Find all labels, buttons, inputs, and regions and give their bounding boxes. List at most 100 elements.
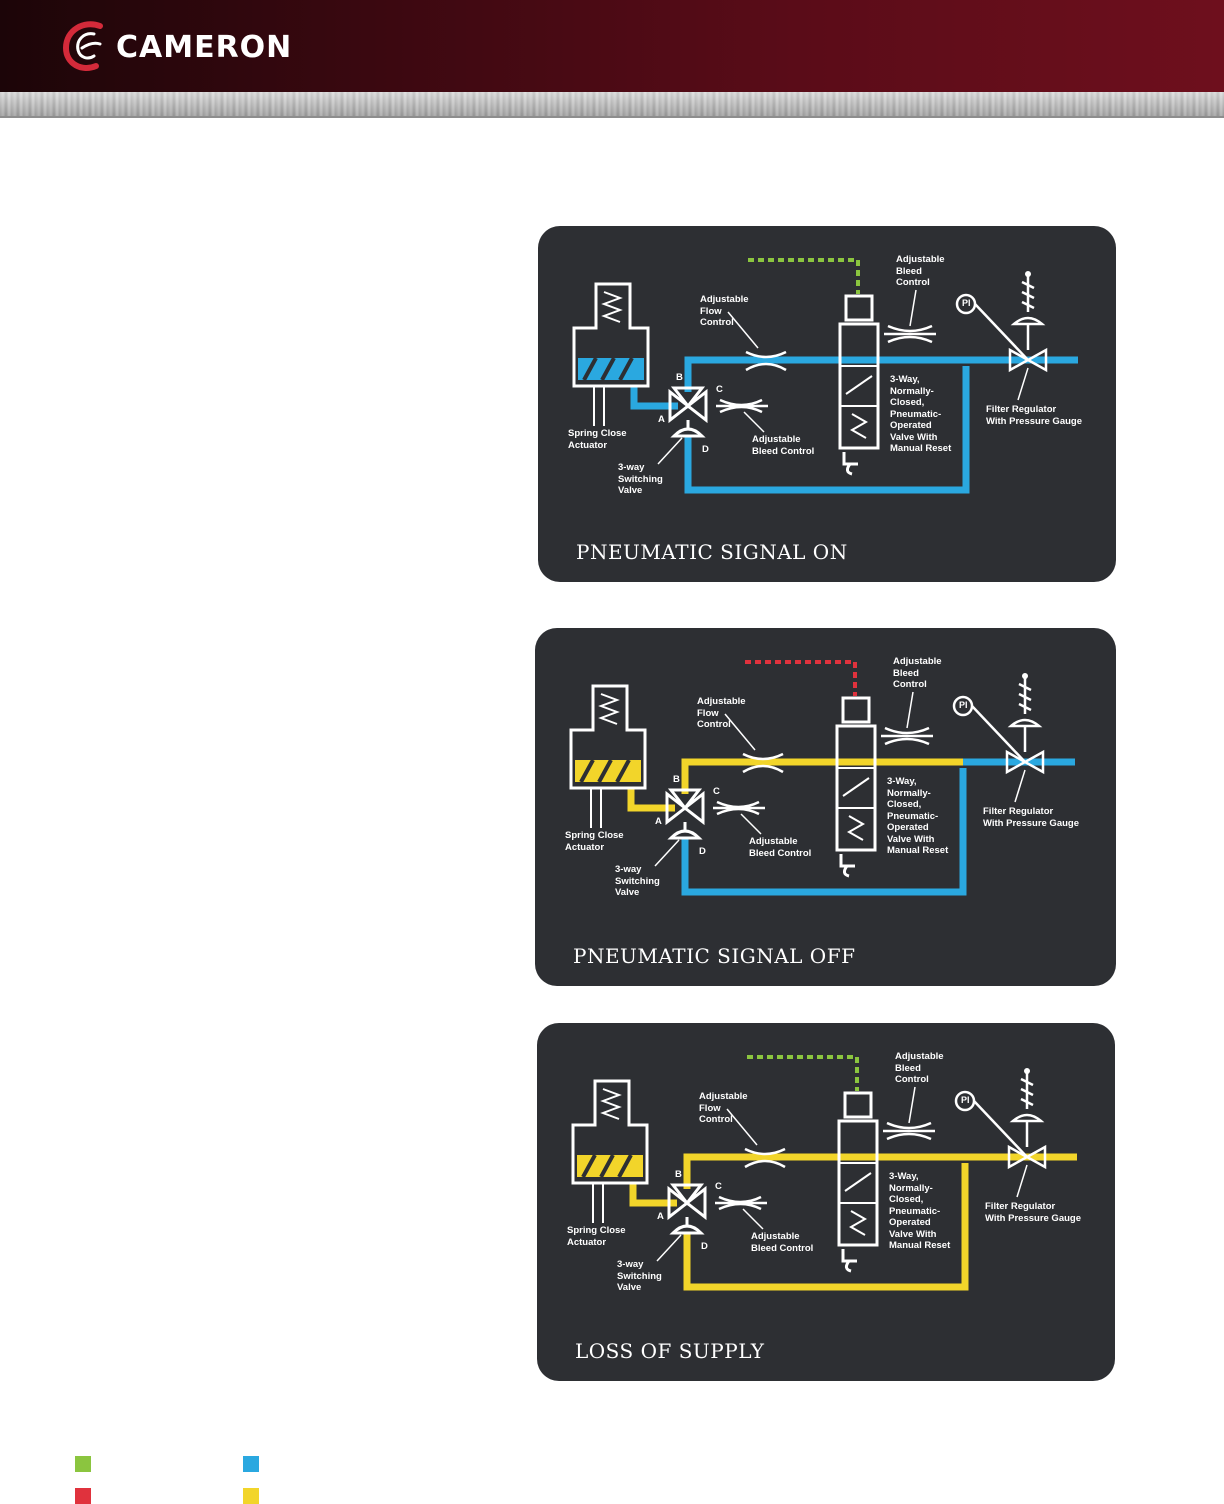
valve-flow-arrow (844, 1172, 872, 1192)
brand-name: CAMERON (116, 30, 293, 65)
label-three-way: 3-Way, Normally- Closed, Pneumatic- Oper… (889, 1171, 951, 1251)
label-three-way: 3-Way, Normally- Closed, Pneumatic- Oper… (890, 374, 952, 454)
label-pi: PI (961, 1095, 970, 1105)
leader-bleed-top (909, 289, 917, 327)
switching-valve (665, 788, 705, 826)
regulator-diaphragm (1009, 1113, 1045, 1123)
label-actuator: Spring Close Actuator (567, 1225, 626, 1248)
valve-manual-reset (839, 854, 855, 878)
valve-spring (849, 413, 869, 439)
flow-control (744, 1147, 786, 1169)
regulator-valve (1005, 749, 1045, 775)
flow-control (742, 752, 784, 774)
label-switching: 3-way Switching Valve (615, 864, 660, 898)
label-port-b: B (673, 774, 680, 785)
regulator-spring-stem (1018, 678, 1032, 752)
pilot-signal-line (747, 1055, 859, 1091)
upper-line (683, 1153, 965, 1189)
header-metal-stripe (0, 92, 1224, 118)
actuator-spring (598, 693, 620, 725)
label-port-d: D (699, 846, 706, 857)
regulator-cap (1024, 1068, 1030, 1074)
valve-spring (846, 815, 866, 841)
label-port-a: A (657, 1211, 664, 1222)
valve-pilot-head (843, 1091, 873, 1119)
regulator-diaphragm (1007, 718, 1043, 728)
label-filter: Filter Regulator With Pressure Gauge (983, 806, 1079, 829)
leader-switching (656, 1234, 682, 1262)
pneumatic-schematic (569, 660, 1075, 896)
valve-flow-arrow (842, 777, 870, 797)
leader-bleed-bottom (743, 411, 765, 433)
upper-line (681, 758, 963, 794)
label-bleed-top: Adjustable Bleed Control (896, 254, 945, 288)
return-line (684, 366, 970, 494)
leader-flow (727, 311, 759, 349)
cameron-logo-icon (62, 21, 103, 71)
bleed-control-lower (715, 1195, 767, 1211)
bleed-control-upper (881, 726, 933, 746)
actuator-feed-line (627, 788, 675, 812)
panel-title: LOSS OF SUPPLY (575, 1339, 765, 1363)
regulator-diaphragm (1010, 316, 1046, 326)
valve-spring (848, 1210, 868, 1236)
label-port-c: C (715, 1181, 722, 1192)
pilot-signal-line (748, 258, 860, 294)
pilot-signal-line (745, 660, 857, 696)
switching-valve-diaphragm (670, 427, 706, 438)
valve-pilot-head (844, 294, 874, 322)
regulator-cap (1025, 271, 1031, 277)
bleed-control-upper (884, 324, 936, 344)
leader-flow (724, 713, 756, 751)
label-port-d: D (701, 1241, 708, 1252)
cameron-logo: CAMERON (62, 18, 322, 74)
upper-line (684, 356, 966, 392)
label-port-a: A (658, 414, 665, 425)
leader-bleed-top (908, 1086, 916, 1124)
regulator-cap (1022, 673, 1028, 679)
regulator-sense-line (973, 1100, 1028, 1158)
valve-manual-reset (841, 1249, 857, 1273)
label-port-d: D (702, 444, 709, 455)
pneumatic-schematic (572, 258, 1078, 494)
legend-swatch-blue (243, 1456, 259, 1472)
valve-body (838, 322, 880, 450)
label-flow: Adjustable Flow Control (699, 1091, 748, 1125)
valve-manual-reset (842, 452, 858, 476)
pneumatic-schematic (571, 1055, 1077, 1291)
label-filter: Filter Regulator With Pressure Gauge (985, 1201, 1081, 1224)
valve-body (837, 1119, 879, 1247)
switching-valve (667, 1183, 707, 1221)
label-actuator: Spring Close Actuator (568, 428, 627, 451)
regulator-valve (1007, 1144, 1047, 1170)
actuator-body (571, 1079, 649, 1185)
actuator-feed-line (630, 386, 678, 410)
legend-swatch-yellow (243, 1488, 259, 1504)
label-flow: Adjustable Flow Control (697, 696, 746, 730)
label-bleed-bottom: Adjustable Bleed Control (752, 434, 815, 457)
actuator-piston-hatch (582, 357, 634, 381)
label-port-c: C (713, 786, 720, 797)
leader-bleed-bottom (742, 1208, 764, 1230)
actuator-spring (600, 1088, 622, 1120)
label-actuator: Spring Close Actuator (565, 830, 624, 853)
label-pi: PI (959, 700, 968, 710)
label-bleed-bottom: Adjustable Bleed Control (751, 1231, 814, 1254)
actuator-body (569, 684, 647, 790)
switching-valve (668, 386, 708, 424)
legend-swatch-green (75, 1456, 91, 1472)
bleed-control-lower (713, 800, 765, 816)
label-port-b: B (676, 372, 683, 383)
leader-filter (1017, 367, 1029, 401)
label-switching: 3-way Switching Valve (618, 462, 663, 496)
label-flow: Adjustable Flow Control (700, 294, 749, 328)
legend-swatch-red (75, 1488, 91, 1504)
regulator-spring-stem (1021, 276, 1035, 350)
regulator-sense-line (974, 303, 1029, 361)
leader-bleed-top (906, 691, 914, 729)
actuator-body (572, 282, 650, 388)
return-line (681, 768, 967, 896)
bleed-control-lower (716, 398, 768, 414)
switching-valve-diaphragm (667, 829, 703, 840)
